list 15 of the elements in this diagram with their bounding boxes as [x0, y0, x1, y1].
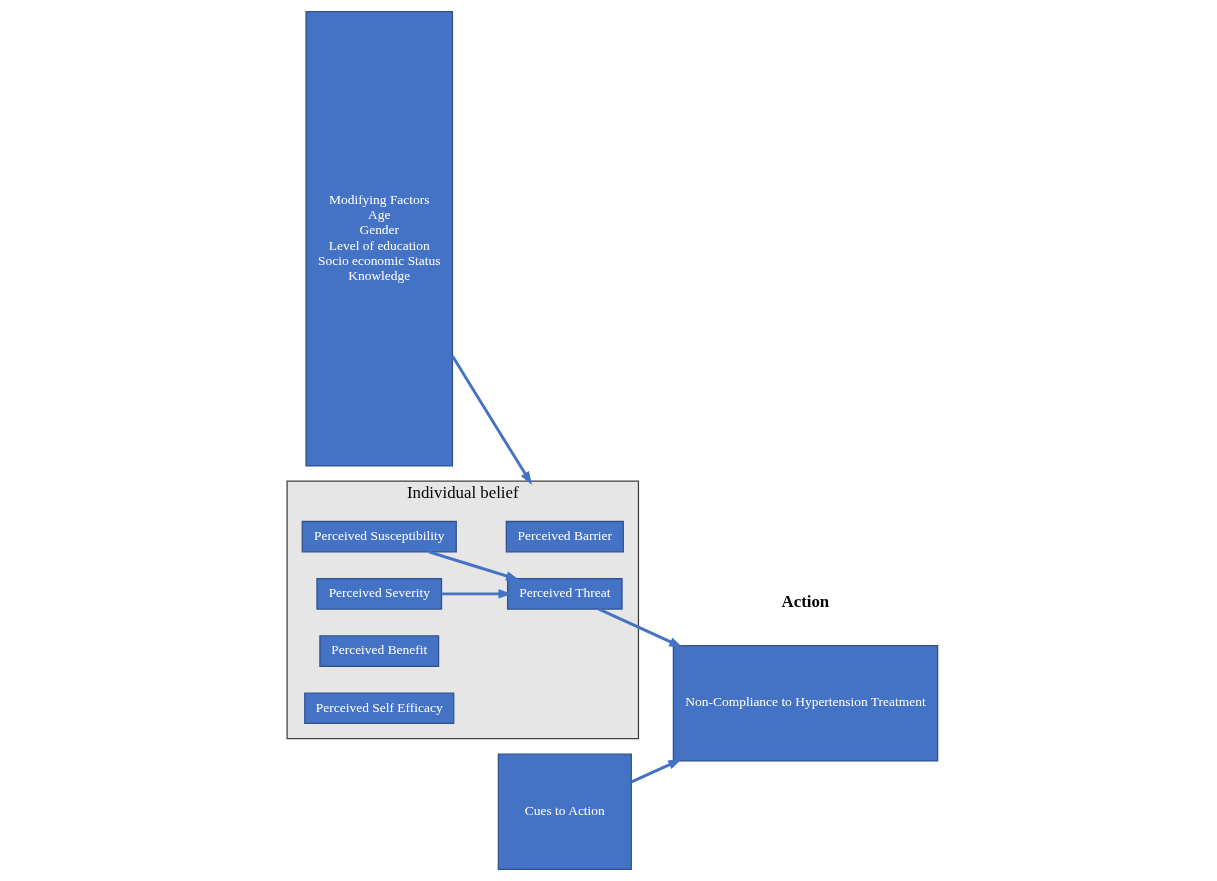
node-box: Perceived Susceptibility: [301, 520, 457, 553]
arrow: [441, 589, 512, 599]
node-box: Modifying Factors Age Gender Level of education Socio economic Status Knowledge: [304, 10, 453, 467]
node-box: Perceived Barrier: [505, 520, 624, 553]
arrow: [630, 759, 682, 784]
node-box: Perceived Severity: [315, 578, 442, 610]
arrow: [597, 607, 683, 648]
arrow: [427, 550, 520, 581]
arrow: [450, 355, 532, 485]
node-box: Perceived Self Efficacy: [303, 692, 454, 725]
node-box: Perceived Benefit: [318, 635, 439, 667]
node-box: Perceived Threat: [506, 578, 623, 610]
node-box: Non-Compliance to Hypertension Treatment: [672, 645, 938, 762]
node-box: Cues to Action: [497, 753, 632, 871]
label: Action: [781, 591, 829, 611]
